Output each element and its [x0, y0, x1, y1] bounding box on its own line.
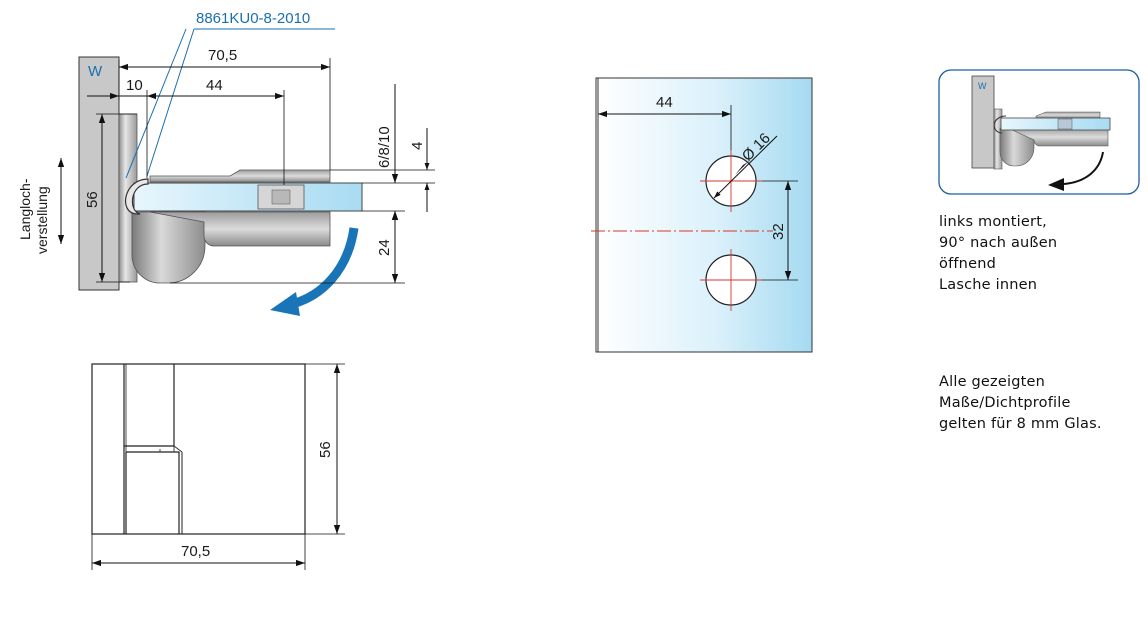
swing-arrow — [290, 227, 359, 309]
dimensions-note-line: Maße/Dichtprofile — [939, 395, 1071, 411]
glass-hole-view: Ø 16 44 32 — [591, 77, 813, 353]
wall — [78, 56, 120, 291]
hinge-top-view: W Langloch- verstellung 8861KU0-8-2010 — [17, 10, 435, 316]
hinge-cylinder — [131, 211, 206, 284]
mounting-note-line: Lasche innen — [939, 277, 1038, 293]
mounting-note-line: öffnend — [939, 256, 996, 272]
glass-pane — [133, 182, 363, 212]
dim-offset: 10 — [126, 77, 143, 94]
glass-dim-edge: 44 — [656, 94, 673, 111]
clamp-cover — [149, 169, 331, 183]
glass-dim-spacing: 32 — [770, 223, 787, 240]
wall-label: W — [88, 63, 103, 80]
glass-panel — [595, 77, 813, 353]
icon-glass — [1000, 117, 1111, 131]
mounting-note-line: 90° nach außen — [939, 235, 1058, 251]
dimensions-note-line: Alle gezeigten — [939, 374, 1045, 390]
icon-swing-arrow — [1063, 151, 1104, 185]
mounting-icon: W — [938, 69, 1140, 195]
dim-total: 70,5 — [208, 47, 237, 64]
seal-profile — [125, 178, 149, 215]
slot-label-line1: Langloch- — [17, 178, 33, 240]
dim-lower: 24 — [376, 239, 393, 256]
hinge-arm — [149, 211, 331, 247]
mounting-note-line: links montiert, — [939, 214, 1047, 230]
dimensions-note: Alle gezeigten Maße/Dichtprofile gelten … — [939, 372, 1102, 435]
dim-gap: 4 — [409, 142, 426, 150]
icon-wall-label: W — [978, 81, 987, 91]
front-outline — [91, 363, 306, 535]
slot-label-line2: verstellung — [34, 186, 50, 254]
hinge-front-view: 56 70,5 — [91, 363, 345, 570]
part-number: 8861KU0-8-2010 — [196, 10, 310, 27]
dim-height: 56 — [84, 191, 101, 208]
front-dim-width: 70,5 — [181, 543, 210, 560]
dim-hole: 44 — [206, 77, 223, 94]
front-dim-height: 56 — [317, 441, 334, 458]
mounting-note: links montiert, 90° nach außen öffnend L… — [939, 212, 1057, 296]
dim-glass: 6/8/10 — [376, 126, 393, 168]
dimensions-note-line: gelten für 8 mm Glas. — [939, 416, 1102, 432]
